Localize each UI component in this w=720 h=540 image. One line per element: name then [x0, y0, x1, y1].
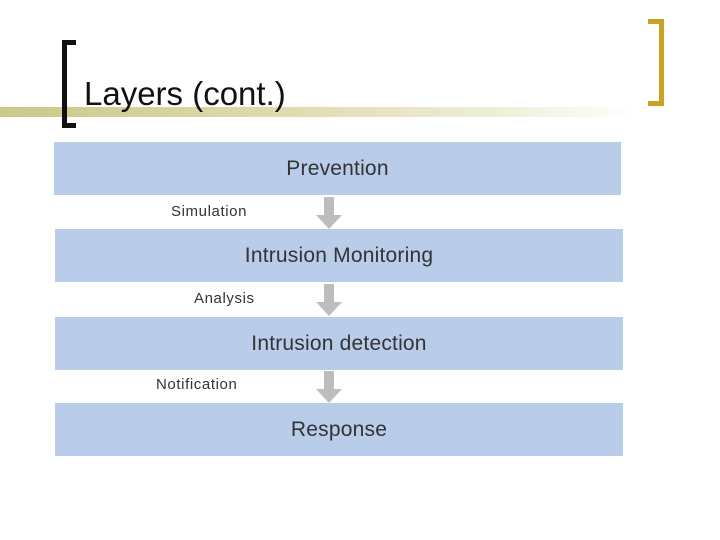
layer-box-response: Response [55, 403, 623, 456]
transition-label-simulation: Simulation [171, 203, 248, 220]
layer-label: Intrusion Monitoring [244, 243, 434, 267]
layers-diagram: Prevention Simulation Intrusion Monitori… [54, 142, 624, 458]
layer-box-intrusion-detection: Intrusion detection [55, 317, 623, 370]
transition-label-analysis: Analysis [194, 290, 255, 307]
right-bracket-decor [648, 19, 664, 106]
transition-label-notification: Notification [156, 376, 238, 393]
layer-label: Response [290, 417, 388, 441]
layer-box-prevention: Prevention [54, 142, 621, 195]
layer-label: Prevention [286, 156, 389, 180]
page-title: Layers (cont.) [84, 75, 286, 112]
down-arrow-icon [316, 197, 342, 229]
title-decor-band [0, 107, 640, 117]
down-arrow-icon [316, 284, 342, 316]
layer-box-intrusion-monitoring: Intrusion Monitoring [55, 229, 623, 282]
layer-label: Intrusion detection [251, 331, 427, 355]
down-arrow-icon [316, 371, 342, 403]
left-bracket-decor [62, 40, 76, 128]
